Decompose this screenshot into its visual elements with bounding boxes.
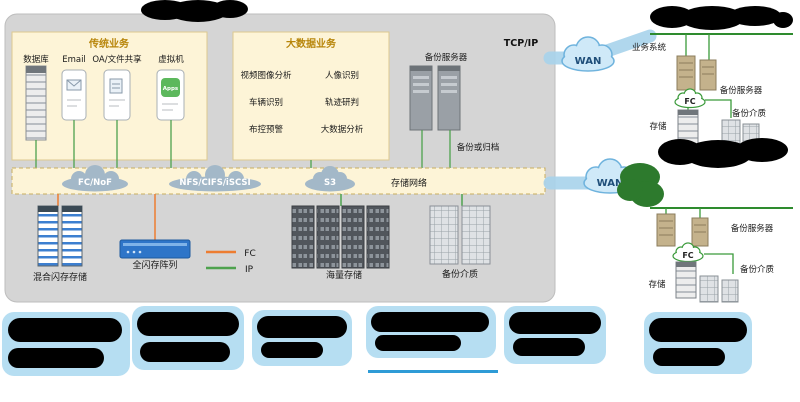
mass-storage: 海量存储	[291, 205, 390, 281]
caption-blob-5	[504, 306, 606, 364]
line-legend: FC IP	[206, 249, 256, 275]
traditional-business-box: 传统业务 数据库 Email OA/文件共享 虚拟机	[11, 31, 208, 168]
caption-blob-2	[132, 306, 244, 370]
svg-text:NFS/CIFS/iSCSI: NFS/CIFS/iSCSI	[179, 178, 250, 188]
apps-badge	[161, 78, 180, 97]
storage-network-band: FC/NoF NFS/CIFS/iSCSI S3 存储网络	[11, 165, 546, 195]
main-backup-servers: 备份服务器 备份或归档	[409, 52, 500, 168]
all-flash-label: 全闪存阵列	[132, 259, 177, 271]
oa-label: OA/文件共享	[92, 54, 142, 65]
site-bottom-storage-label: 存储	[648, 279, 666, 290]
site-bottom-media-label: 备份介质	[740, 264, 775, 275]
site-top-fc-cloud: FC	[674, 88, 706, 109]
cloud-fc-nof: FC/NoF	[62, 165, 128, 192]
bigdata-item: 轨迹研判	[325, 97, 359, 108]
bigdata-business-box: 大数据业务 视频图像分析 人像识别 车辆识别 轨迹研判 布控预警 大数据分析	[232, 31, 390, 168]
hybrid-flash-storage: 混合闪存存储	[33, 205, 87, 283]
site-top-server-icon	[676, 55, 696, 91]
mass-storage-icon	[291, 205, 390, 269]
tcpip-label: TCP/IP	[504, 38, 538, 49]
email-label: Email	[62, 55, 86, 65]
bigdata-item: 人像识别	[325, 70, 359, 81]
backup-server-icon	[409, 65, 433, 131]
caption-blob-3	[252, 310, 352, 366]
wan-cloud-bottom: WAN	[583, 158, 637, 194]
bigdata-item: 大数据分析	[321, 124, 364, 135]
site-bottom-title-redacted-blob	[658, 138, 788, 168]
cloud-s3: S3	[305, 166, 355, 192]
svg-text:FC/NoF: FC/NoF	[78, 178, 112, 188]
site-bottom-media-icon	[699, 275, 739, 303]
backup-server-label: 备份服务器	[425, 52, 468, 63]
site-bottom-storage-icon	[675, 261, 697, 299]
backup-ip-drops	[421, 130, 451, 168]
site-top-storage-label: 存储	[649, 121, 667, 132]
site-top-backup-server-label: 备份服务器	[720, 85, 763, 96]
site-bottom-backup-server-label: 备份服务器	[731, 223, 774, 234]
backup-media-icon	[429, 205, 491, 265]
main-title-redacted-blob	[141, 0, 248, 22]
caption-blob-4	[366, 306, 498, 373]
remote-site-top: 业务系统 备份服务器 FC	[632, 6, 793, 147]
traditional-title: 传统业务	[88, 37, 130, 50]
email-icon	[61, 69, 87, 121]
site-top-backup-server-icon	[699, 59, 717, 91]
svg-text:Apps: Apps	[163, 86, 179, 92]
site-top-media-label: 备份介质	[732, 108, 767, 119]
caption-blob-6	[644, 312, 752, 374]
svg-text:WAN: WAN	[597, 178, 624, 189]
storage-network-label: 存储网络	[391, 177, 427, 189]
all-flash-icon	[119, 239, 191, 259]
site-top-title-redacted-blob	[650, 6, 793, 30]
database-tower-icon	[25, 65, 47, 141]
bigdata-title: 大数据业务	[286, 37, 337, 50]
backup-or-archive-label: 备份或归档	[457, 142, 500, 153]
green-redacted-blob	[617, 163, 664, 207]
oa-file-share-icon	[103, 69, 131, 121]
backup-media-label: 备份介质	[442, 268, 478, 280]
band-to-storage-connectors	[57, 194, 463, 240]
bigdata-item: 车辆识别	[249, 97, 283, 108]
legend-fc-label: FC	[244, 249, 255, 259]
site-top-business-label: 业务系统	[632, 42, 667, 53]
caption-blob-1	[2, 312, 130, 376]
db-label: 数据库	[23, 54, 49, 65]
site-bottom-server-icon	[656, 213, 676, 247]
hybrid-flash-label: 混合闪存存储	[33, 271, 87, 283]
site-bottom-backup-server-icon	[691, 217, 709, 247]
wan-cloud-top: WAN	[561, 36, 615, 72]
all-flash-array: 全闪存阵列	[119, 239, 191, 271]
site-bottom-fc-cloud: FC	[672, 242, 704, 263]
cloud-nfs-cifs-iscsi: NFS/CIFS/iSCSI	[169, 165, 261, 192]
vm-label: 虚拟机	[158, 54, 184, 65]
backup-media-main: 备份介质	[429, 205, 491, 280]
svg-text:WAN: WAN	[575, 56, 602, 67]
bigdata-item: 视频图像分析	[240, 70, 292, 81]
remote-site-bottom: 备份服务器 FC 存储 备份介质	[648, 138, 793, 303]
traditional-ip-drops	[35, 120, 172, 168]
svg-text:S3: S3	[324, 178, 336, 188]
svg-text:FC: FC	[684, 97, 695, 106]
hybrid-flash-icon	[37, 205, 83, 267]
bigdata-item: 布控预警	[249, 124, 284, 135]
mass-storage-label: 海量存储	[326, 269, 362, 281]
legend-ip-label: IP	[245, 265, 254, 275]
svg-text:FC: FC	[682, 251, 693, 260]
caption-underline	[368, 370, 498, 373]
backup-server-icon	[437, 65, 461, 131]
caption-blobs	[2, 306, 752, 376]
vm-apps-icon: Apps	[156, 69, 185, 121]
